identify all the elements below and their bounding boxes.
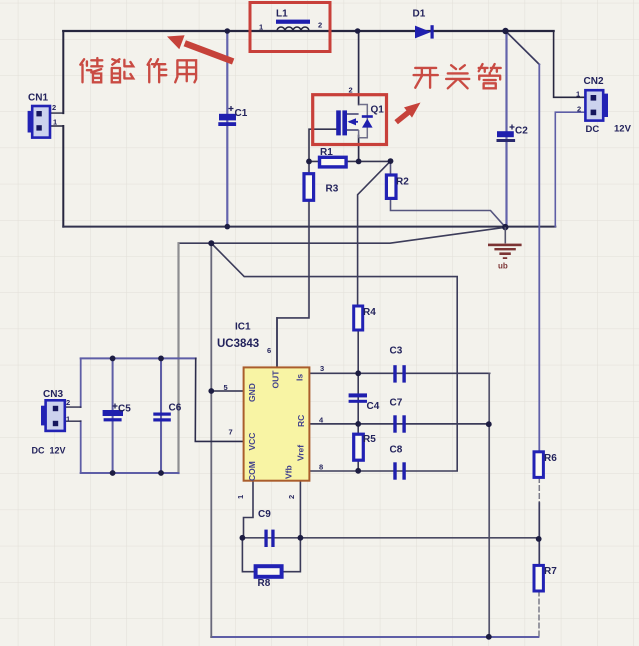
svg-text:R6: R6 [544, 453, 557, 464]
svg-text:Vfb: Vfb [284, 465, 294, 479]
svg-text:R8: R8 [258, 578, 271, 589]
svg-text:CN3: CN3 [43, 389, 63, 400]
svg-text:Is: Is [295, 374, 305, 381]
svg-text:12V: 12V [614, 124, 632, 135]
svg-text:2: 2 [66, 398, 70, 407]
svg-text:VCC: VCC [247, 433, 257, 451]
svg-text:1: 1 [53, 118, 57, 127]
svg-text:8: 8 [319, 463, 323, 472]
svg-text:3: 3 [320, 364, 324, 373]
svg-text:OUT: OUT [271, 370, 281, 389]
svg-text:C6: C6 [169, 403, 182, 414]
svg-text:C2: C2 [515, 126, 528, 137]
svg-text:CN1: CN1 [28, 93, 48, 104]
svg-text:UC3843: UC3843 [217, 338, 259, 350]
svg-text:7: 7 [229, 428, 233, 437]
svg-text:R2: R2 [396, 177, 409, 188]
svg-text:GND: GND [247, 383, 257, 402]
svg-text:ub: ub [498, 262, 508, 271]
svg-text:1: 1 [259, 23, 263, 32]
svg-text:1: 1 [576, 90, 580, 99]
svg-text:COM: COM [247, 461, 257, 481]
svg-text:Q1: Q1 [371, 105, 385, 116]
svg-text:1: 1 [236, 495, 245, 499]
svg-text:4: 4 [319, 416, 324, 425]
svg-text:C5: C5 [118, 404, 131, 415]
svg-text:R1: R1 [320, 147, 333, 158]
svg-text:L1: L1 [276, 9, 288, 20]
svg-text:Vref: Vref [296, 445, 306, 461]
svg-text:R3: R3 [326, 184, 339, 195]
svg-text:2: 2 [318, 21, 322, 30]
svg-text:2: 2 [52, 103, 56, 112]
svg-text:C1: C1 [235, 108, 248, 119]
svg-text:DC 12V: DC 12V [32, 446, 66, 456]
svg-text:C9: C9 [258, 509, 271, 520]
svg-text:IC1: IC1 [235, 322, 251, 333]
svg-text:R4: R4 [363, 307, 376, 318]
svg-text:2: 2 [349, 86, 353, 95]
svg-text:C4: C4 [367, 401, 380, 412]
svg-text:D1: D1 [413, 9, 426, 20]
svg-text:2: 2 [287, 495, 296, 499]
svg-text:CN2: CN2 [584, 76, 604, 87]
svg-text:C3: C3 [390, 346, 403, 357]
svg-text:DC: DC [586, 124, 600, 135]
svg-text:6: 6 [267, 346, 271, 355]
svg-text:2: 2 [577, 105, 581, 114]
svg-text:C8: C8 [390, 445, 403, 456]
svg-text:C7: C7 [390, 398, 403, 409]
svg-text:R7: R7 [544, 566, 557, 577]
svg-text:RC: RC [296, 415, 306, 427]
svg-text:5: 5 [224, 383, 228, 392]
svg-text:R5: R5 [363, 434, 376, 445]
svg-text:1: 1 [66, 415, 70, 424]
